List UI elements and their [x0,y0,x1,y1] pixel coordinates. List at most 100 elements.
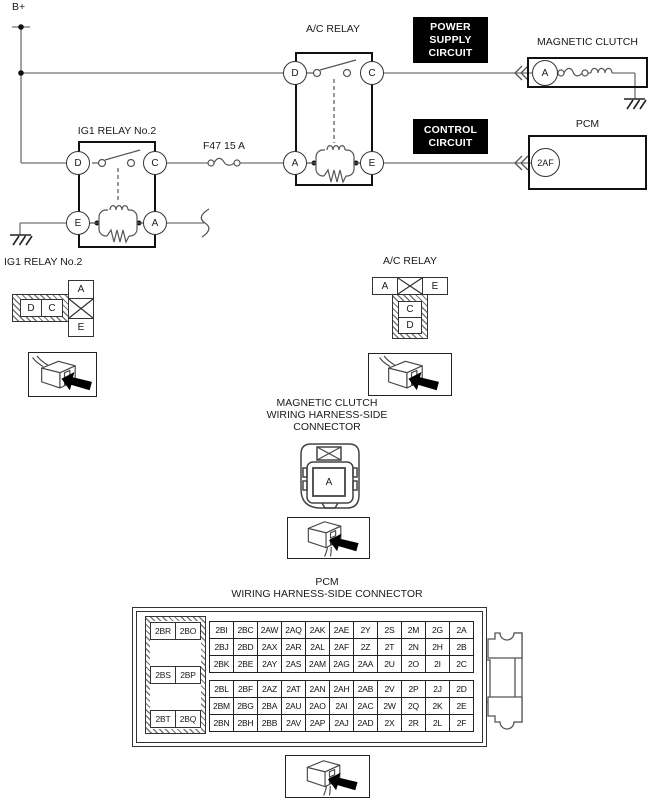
pcm-pin-cell: 2N [401,638,426,656]
fuse-label: F47 15 A [202,140,246,152]
pcm-connector-title-line1: PCM [315,576,339,588]
pcm-connector-photo-box [285,755,370,798]
power-supply-circuit-tag: POWER SUPPLY CIRCUIT [413,17,488,63]
pcm-pin-cell: 2BA [257,697,282,715]
chevron-connector-icon [514,65,529,81]
arrow-icon [328,533,359,552]
pcm-pin-cell: 2BJ [209,638,234,656]
pcm-box [528,135,647,190]
wire-continuation-icon [200,208,210,238]
battery-label: B+ [12,1,26,13]
mc-connector-face: A [298,442,362,512]
pcm-pin-cell: 2A [449,621,474,639]
pcm-pin-cell: 2BC [233,621,258,639]
pcm-pin-cell: 2AK [305,621,330,639]
ground-icon [624,98,647,110]
connector-photo-icon [306,759,358,796]
pcm-pin-cell: 2AO [305,697,330,715]
pcm-pin-cell: 2BI [209,621,234,639]
pcm-pin-cell: 2B [449,638,474,656]
ac-relay-box [295,52,373,186]
pcm-pin-cell: 2D [449,680,474,698]
pcm-pin-cell: 2AD [353,714,378,732]
mc-connector-photo-box [287,517,370,559]
arrow-icon [327,772,358,790]
ac-pin-e: E [360,151,384,175]
pcm-pin-cell: 2AC [353,697,378,715]
pcm-pin-cell: 2AW [257,621,282,639]
pcm-pin-cell: 2G [425,621,450,639]
ig1-cell-e: E [68,318,94,337]
ig1-cell-a: A [68,280,94,299]
pcm-pin-cell: 2BH [233,714,258,732]
pcm-pin-cell: 2I [425,655,450,673]
connector-photo-icon [307,521,359,557]
pcm-pin-cell: 2C [449,655,474,673]
ig1-cell-d: D [20,299,42,317]
pcm-pin-cell: 2AN [305,680,330,698]
pcm-pin-cell: 2AG [329,655,354,673]
pcm-pin-cell: 2AV [281,714,306,732]
fuse-icon [207,157,241,167]
mc-connector-title-line2: WIRING HARNESS-SIDE [266,409,388,421]
pcm-pin-cell: 2AI [329,697,354,715]
ac-cell-e: E [422,277,448,295]
pcm-pin-cell: 2H [425,638,450,656]
pcm-pin-cell: 2BE [233,655,258,673]
schematic-wires-layer [10,24,647,246]
ac-pin-c: C [360,61,384,85]
ig1-relay-label: IG1 RELAY No.2 [77,125,157,137]
ig1-pin-a: A [143,211,167,235]
pcm-pin-cell: 2M [401,621,426,639]
ig1-pin-e: E [66,211,90,235]
pcm-pin-cell: 2BM [209,697,234,715]
pcm-pin-cell: 2AL [305,638,330,656]
pcm-pin-cell: 2U [377,655,402,673]
pcm-pin-cell: 2Y [353,621,378,639]
pcm-pin-cell: 2BD [233,638,258,656]
ac-keyway-cell [397,277,423,295]
pcm-pin-cell: 2BF [233,680,258,698]
ac-cell-a: A [372,277,398,295]
pcm-pin-cell: 2AM [305,655,330,673]
ac-connector-title: A/C RELAY [382,255,438,267]
ig1-connector-photo-box [28,352,97,397]
pcm-pin-cell: 2J [425,680,450,698]
pcm-pin-cell: 2AY [257,655,282,673]
ac-cell-d: D [398,317,422,334]
pcm-pin-cell: 2AF [329,638,354,656]
pcm-side-pin: 2BT [150,710,176,728]
x-cell-icon [397,277,423,295]
pcm-pin-cell: 2E [449,697,474,715]
pcm-pin-cell: 2BB [257,714,282,732]
magnetic-clutch-label: MAGNETIC CLUTCH [537,36,638,48]
magnetic-clutch-pin-a: A [532,60,558,86]
pcm-pin-cell: 2AS [281,655,306,673]
ig1-connector-title: IG1 RELAY No.2 [4,256,83,268]
connector-photo-icon [31,355,92,390]
ig1-relay-box [78,141,156,248]
pcm-pin-cell: 2O [401,655,426,673]
pcm-pin-2af: 2AF [531,148,560,177]
pcm-pin-cell: 2X [377,714,402,732]
pcm-pin-cell: 2P [401,680,426,698]
ground-icon [10,234,33,246]
pcm-pin-cell: 2S [377,621,402,639]
arrow-icon [60,371,92,390]
pcm-pin-cell: 2AP [305,714,330,732]
magnetic-clutch-box [527,57,648,88]
pcm-pin-cell: 2AU [281,697,306,715]
pcm-pin-cell: 2AQ [281,621,306,639]
pcm-pin-cell: 2F [449,714,474,732]
ac-relay-label: A/C RELAY [305,23,361,35]
pcm-pin-cell: 2Q [401,697,426,715]
pcm-pin-cell: 2AX [257,638,282,656]
pcm-connector-inner-frame [136,611,483,743]
pcm-side-pin: 2BO [175,622,201,640]
pcm-label: PCM [575,118,600,130]
ig1-pin-d: D [66,151,90,175]
pcm-pin-cell: 2AH [329,680,354,698]
pcm-pin-cell: 2V [377,680,402,698]
